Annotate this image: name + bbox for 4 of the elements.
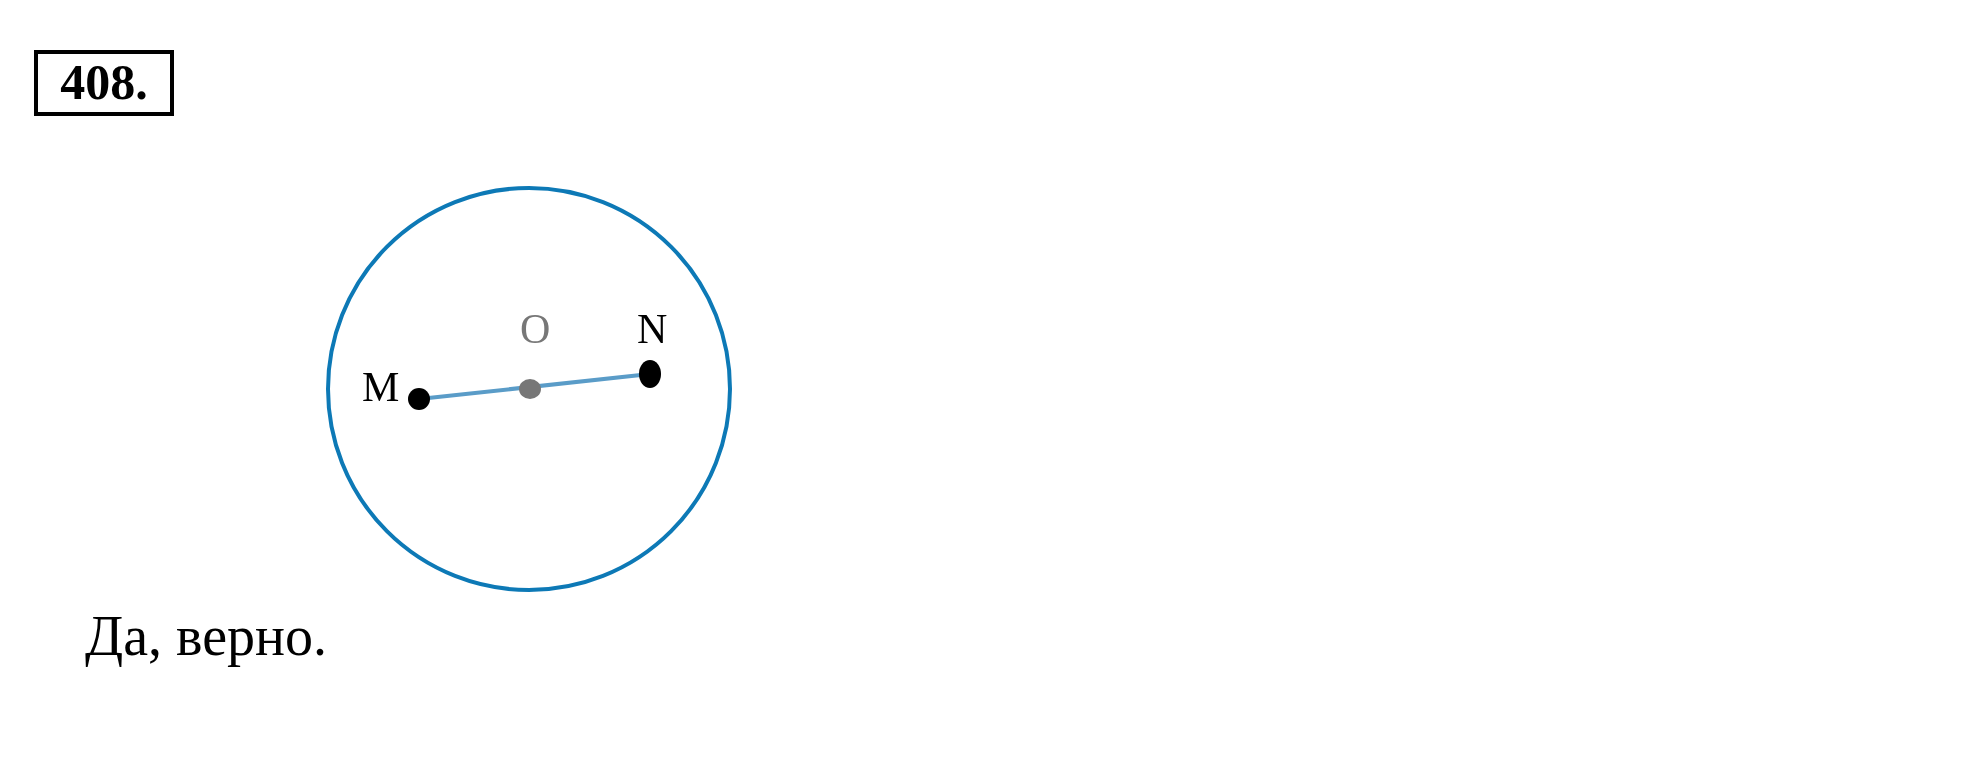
point-label: O [520, 308, 551, 350]
point-label: M [362, 366, 400, 408]
point-label: N [637, 308, 668, 350]
problem-number-box: 408. [34, 50, 174, 116]
